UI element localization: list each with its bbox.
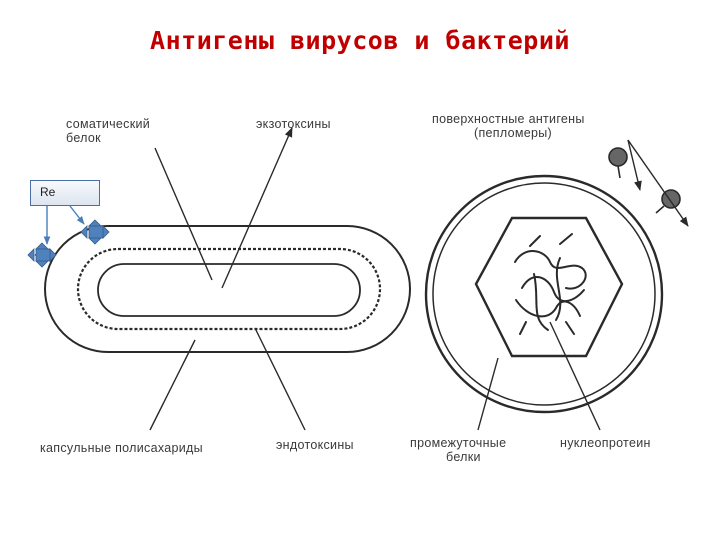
label-surface-antigens-line2: (пепломеры) xyxy=(474,126,552,140)
virus-pointers xyxy=(477,139,689,431)
label-somatic-protein-line2: белок xyxy=(66,131,101,145)
bacterium xyxy=(44,225,411,353)
bacterium-pointers xyxy=(149,127,306,431)
virus-envelope-inner xyxy=(432,182,656,406)
label-intermediate-proteins-line2: белки xyxy=(446,450,481,464)
re-connectors xyxy=(43,205,85,245)
bacterial-cytoplasm xyxy=(97,263,361,317)
pointer-capsular-polysaccharides xyxy=(149,339,196,431)
re-label-box[interactable]: Re xyxy=(30,180,100,206)
bacterial-cell-wall xyxy=(76,247,382,331)
label-surface-antigens-line1: поверхностные антигены xyxy=(432,112,585,126)
pointer-surface-antigen-2 xyxy=(627,139,689,227)
label-somatic-protein-line1: соматический xyxy=(66,117,151,131)
pointer-somatic-protein xyxy=(154,147,213,281)
re-connector-2 xyxy=(69,205,85,225)
virus-nucleoprotein xyxy=(514,233,587,335)
label-capsular-polysaccharides: капсульные полисахариды xyxy=(40,441,203,455)
label-intermediate-proteins: промежуточные белки xyxy=(410,436,506,464)
label-exotoxins: экзотоксины xyxy=(256,117,331,131)
virus-envelope-outer xyxy=(424,174,664,414)
label-endotoxins: эндотоксины xyxy=(276,438,354,452)
re-cross-shape-2[interactable] xyxy=(80,219,110,245)
pointer-intermediate-proteins xyxy=(477,357,499,431)
pointer-exotoxins xyxy=(221,127,293,289)
pointer-nucleoprotein xyxy=(549,321,601,431)
slide-title: Антигены вирусов и бактерий xyxy=(150,26,570,55)
label-somatic-protein: соматический белок xyxy=(66,117,150,145)
label-surface-antigens: поверхностные антигены (пепломеры) xyxy=(432,112,585,140)
label-nucleoprotein: нуклеопротеин xyxy=(560,436,651,450)
label-intermediate-proteins-line1: промежуточные xyxy=(410,436,507,450)
pointer-surface-antigen-1 xyxy=(627,139,642,191)
virus xyxy=(424,147,681,414)
pointer-endotoxins xyxy=(254,327,306,431)
virus-capsid xyxy=(474,216,624,358)
bacterial-capsule xyxy=(44,225,411,353)
re-cross-shape-1[interactable] xyxy=(27,242,57,268)
